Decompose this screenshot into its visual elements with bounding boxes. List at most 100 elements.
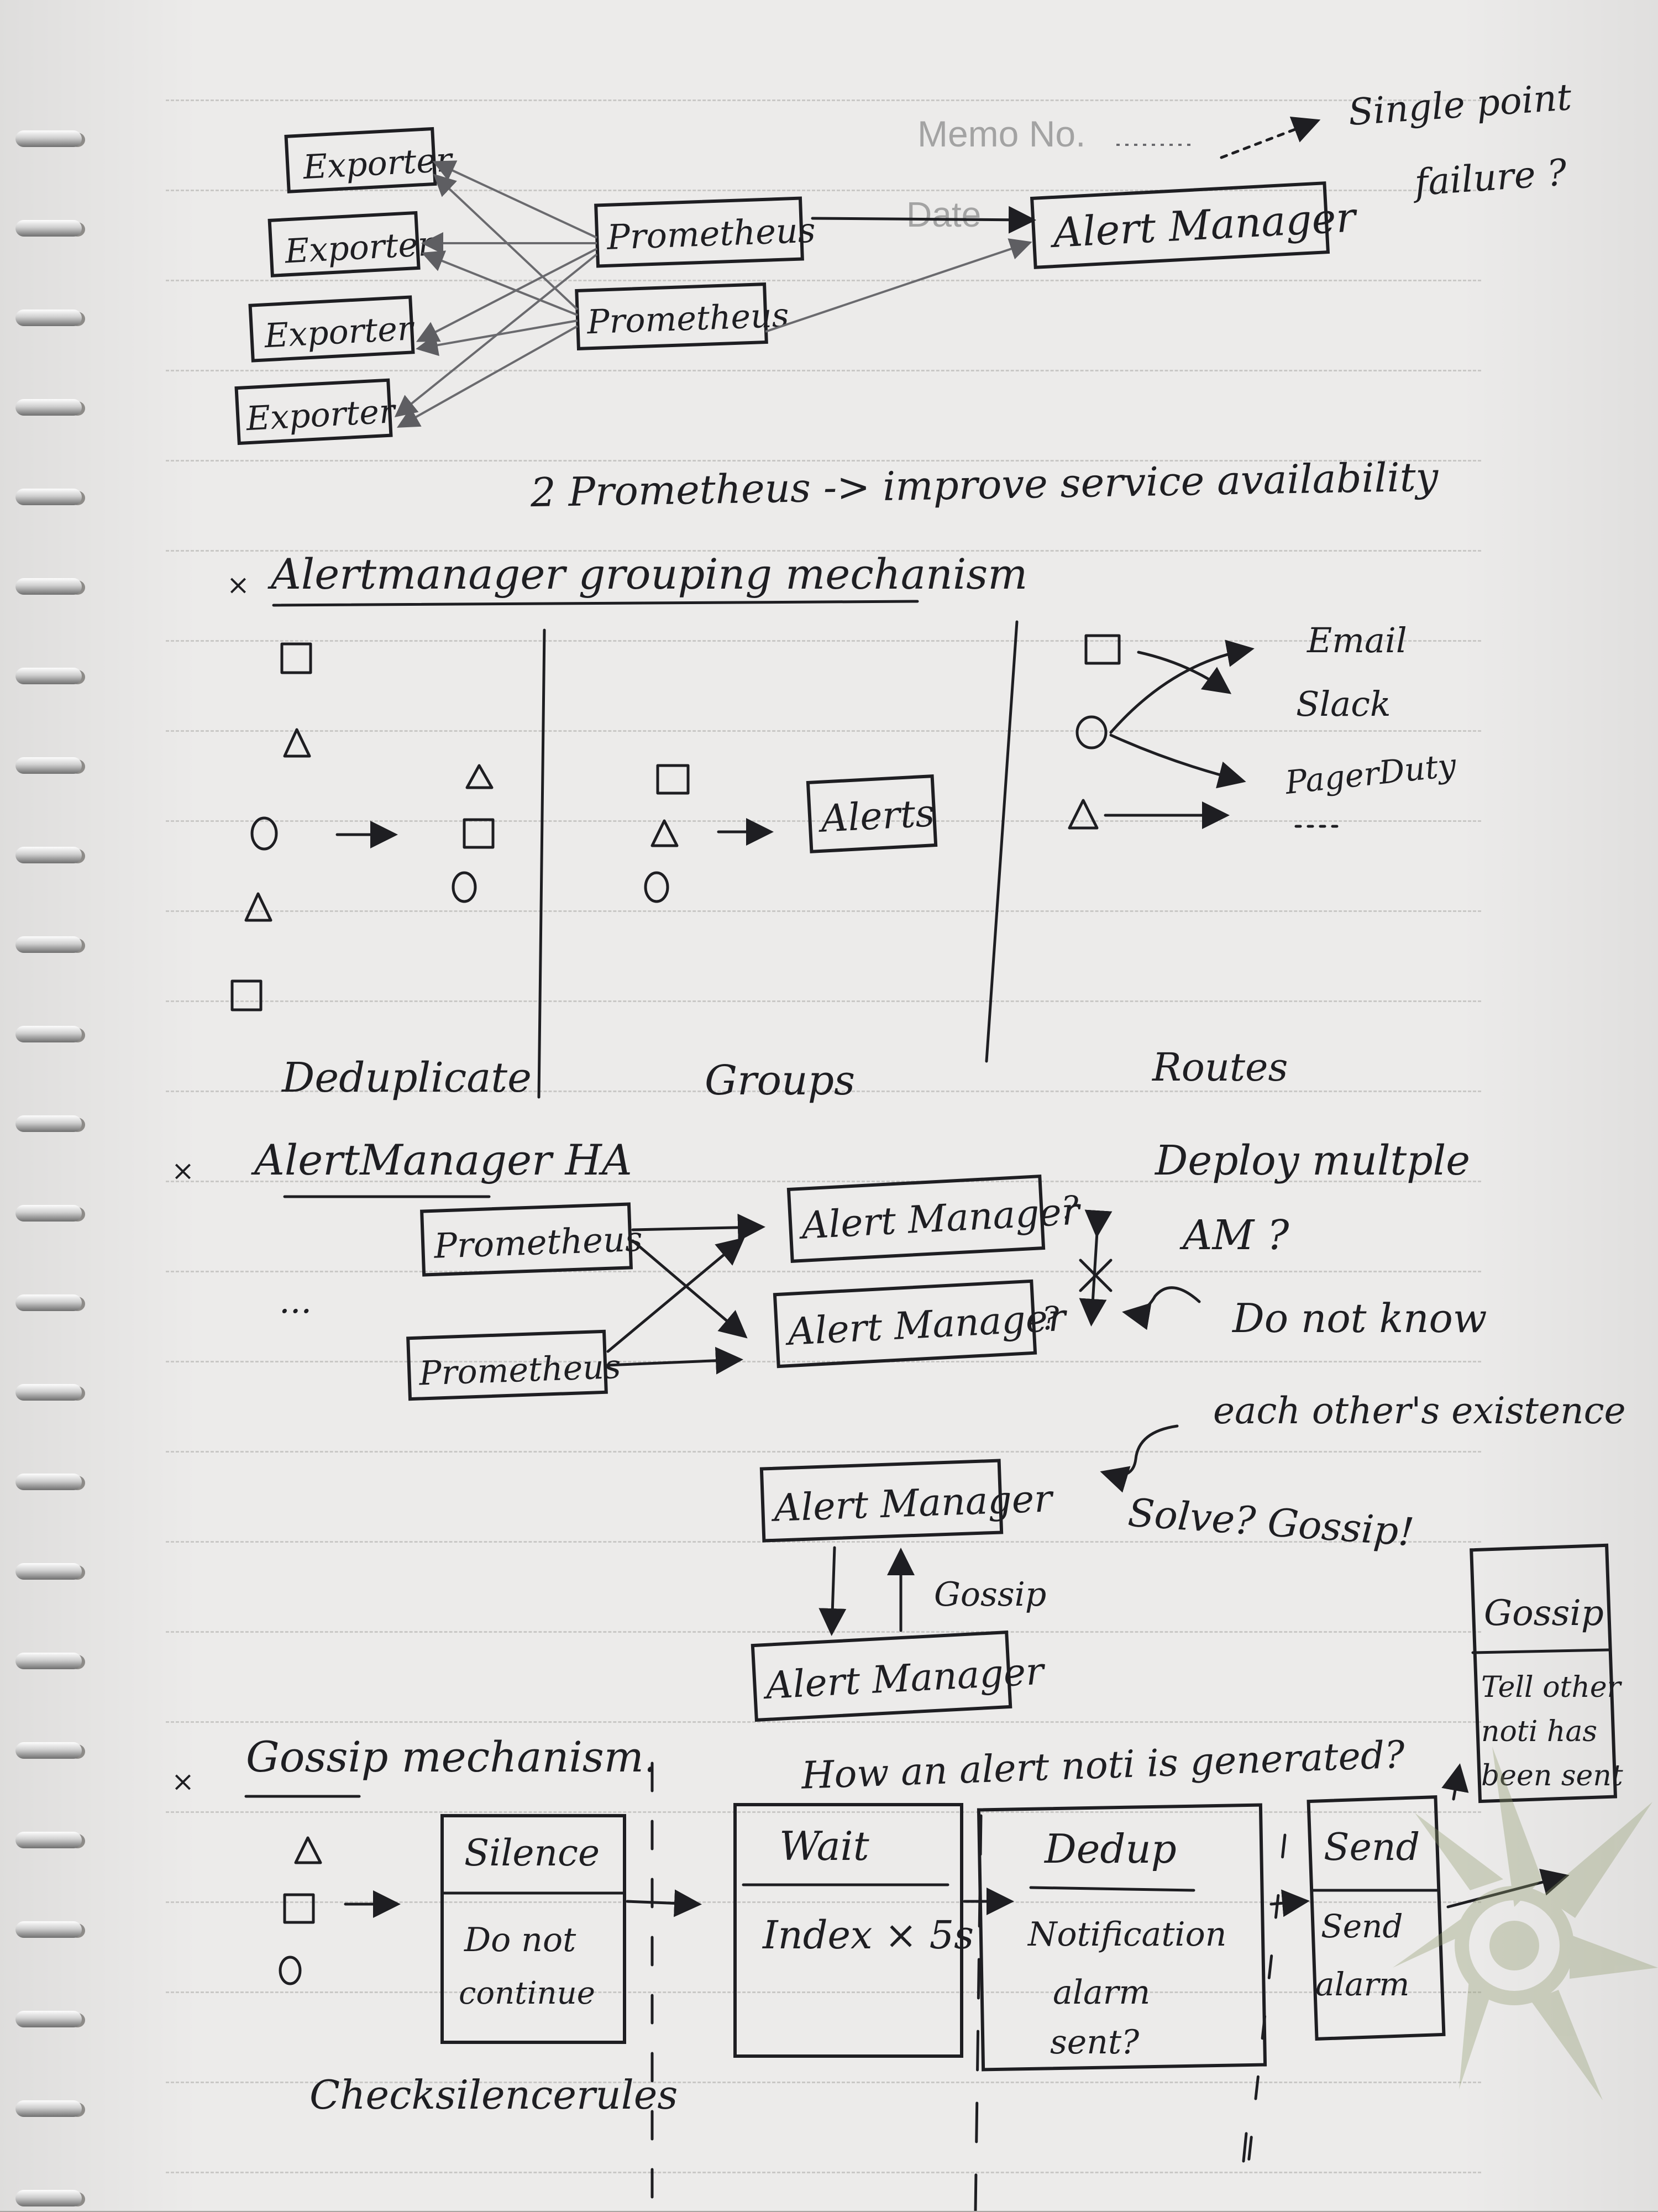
binding-ring bbox=[4, 1918, 87, 1943]
stage-divider-1 bbox=[537, 628, 546, 1099]
gossip-arrow-label: Gossip bbox=[934, 1575, 1046, 1614]
ruled-line bbox=[166, 1451, 1481, 1453]
ruled-line bbox=[166, 280, 1481, 281]
ha-heading: AlertManager HA bbox=[251, 1135, 632, 1184]
ruled-line bbox=[166, 1181, 1481, 1182]
ruled-line bbox=[166, 1721, 1481, 1723]
problem-line-1: Do not know bbox=[1231, 1295, 1487, 1341]
ruled-line bbox=[166, 1361, 1481, 1362]
gossip-side-box: Gossip Tell other noti has been sent bbox=[1470, 1543, 1623, 1804]
send-body-1: Send bbox=[1321, 1907, 1403, 1945]
scrape-arrows bbox=[394, 160, 598, 428]
ruled-line bbox=[166, 730, 1481, 732]
dedup-stage bbox=[230, 642, 495, 1011]
grouping-heading: Alertmanager grouping mechanism bbox=[267, 549, 1027, 599]
dedup-body-1: Notification bbox=[1027, 1915, 1226, 1954]
check-silence-rules: Checksilencerules bbox=[309, 2072, 678, 2118]
prometheus-group: Prometheus Prometheus bbox=[575, 196, 816, 351]
wait-stage: Wait Index × 5s bbox=[733, 1803, 974, 2058]
ruled-line bbox=[166, 99, 1481, 101]
binding-ring bbox=[4, 2007, 87, 2033]
dedup-title: Dedup bbox=[1043, 1826, 1177, 1872]
exporter-box-4 bbox=[234, 378, 393, 445]
binding-ring bbox=[4, 1470, 87, 1496]
exporter-label-1: Exporter bbox=[302, 140, 455, 187]
ha-prometheus-label-2: Prometheus bbox=[418, 1348, 622, 1393]
ha-question-2: ? bbox=[1042, 1299, 1059, 1337]
ha-prometheus-box-2 bbox=[406, 1329, 608, 1401]
silence-body-1: Do not bbox=[464, 1921, 576, 1959]
binding-ring bbox=[4, 754, 87, 779]
memo-no-label: Memo No. bbox=[917, 113, 1085, 154]
binding-ring bbox=[4, 396, 87, 421]
spof-line-1: Single point bbox=[1347, 76, 1573, 134]
binding-ring bbox=[4, 2097, 87, 2122]
alerts-box bbox=[806, 774, 938, 853]
dedup-flow-stage: Dedup Notification alarm sent? bbox=[977, 1803, 1267, 2072]
bullet-1: × bbox=[227, 569, 250, 601]
binding-ring bbox=[4, 1739, 87, 1764]
watermark-logo bbox=[1393, 1747, 1658, 2100]
label-groups: Groups bbox=[705, 1057, 855, 1104]
exporter-box-1 bbox=[284, 127, 437, 193]
label-deduplicate: Deduplicate bbox=[281, 1054, 532, 1102]
binding-ring bbox=[4, 1649, 87, 1675]
grouping-underline bbox=[272, 600, 919, 607]
deploy-multiple-line-1: Deploy multple bbox=[1154, 1137, 1470, 1184]
binding-ring bbox=[4, 1202, 87, 1227]
date-label: Date bbox=[906, 195, 981, 234]
send-title: Send bbox=[1324, 1826, 1420, 1869]
prometheus-box-2 bbox=[575, 282, 768, 351]
spof-line-2: failure ? bbox=[1410, 151, 1568, 204]
silence-title: Silence bbox=[464, 1832, 600, 1874]
ruled-line bbox=[166, 1000, 1481, 1002]
gossip-heading: Gossip mechanism. bbox=[246, 1732, 657, 1781]
gossip-am-top-label: Alert Manager bbox=[770, 1477, 1054, 1530]
groups-stage: Alerts bbox=[644, 764, 938, 903]
prometheus-label-1: Prometheus bbox=[606, 210, 816, 258]
gossip-am-top-box bbox=[759, 1459, 1004, 1543]
silence-box bbox=[440, 1814, 626, 2044]
ruled-line bbox=[166, 1811, 1481, 1813]
ruled-line bbox=[166, 190, 1481, 191]
ha-ellipsis: ... bbox=[279, 1281, 312, 1321]
exporter-group: Exporter Exporter Exporter Exporter bbox=[234, 127, 455, 445]
binding-ring bbox=[4, 664, 87, 690]
routes-stage: Email Slack PagerDuty bbox=[1068, 620, 1458, 830]
side-title: Gossip bbox=[1484, 1593, 1604, 1634]
wait-body: Index × 5s bbox=[762, 1912, 974, 1958]
problem-line-2: each other's existence bbox=[1213, 1390, 1626, 1432]
receiver-slack: Slack bbox=[1296, 684, 1391, 724]
ruled-line bbox=[166, 910, 1481, 912]
silence-body-2: continue bbox=[459, 1975, 595, 2011]
side-body-2: noti has bbox=[1481, 1715, 1597, 1748]
exporter-label-2: Exporter bbox=[284, 224, 437, 271]
ha-alertmanager-label-1: Alert Manager bbox=[797, 1189, 1082, 1248]
binding-ring bbox=[4, 217, 87, 242]
deploy-multiple-line-2: AM ? bbox=[1179, 1212, 1290, 1259]
gossip-diagram: Alert Manager Alert Manager Gossip bbox=[751, 1459, 1054, 1722]
exporter-box-2 bbox=[267, 211, 421, 277]
binding-ring bbox=[4, 2187, 87, 2212]
binding-ring bbox=[4, 1023, 87, 1048]
ruled-line bbox=[166, 370, 1481, 371]
ruled-line bbox=[166, 820, 1481, 822]
binding-ring bbox=[4, 1381, 87, 1406]
binding-ring bbox=[4, 1112, 87, 1138]
bullet-3: × bbox=[171, 1765, 195, 1797]
solve-gossip: Solve? Gossip! bbox=[1126, 1490, 1415, 1555]
ruled-line bbox=[166, 550, 1481, 552]
binding-ring bbox=[4, 1828, 87, 1854]
ruled-line bbox=[166, 1991, 1481, 1993]
ha-alertmanager-box-2 bbox=[773, 1279, 1037, 1369]
binding-ring bbox=[4, 1291, 87, 1317]
flow-tick bbox=[1242, 2132, 1248, 2163]
ha-alertmanager-box-1 bbox=[786, 1175, 1046, 1263]
send-stage: Send Send alarm bbox=[1242, 1763, 1570, 2163]
bullet-2: × bbox=[171, 1155, 195, 1187]
alertmanager-top: Alert Manager bbox=[765, 181, 1359, 333]
ha-prometheus-box-1 bbox=[420, 1202, 633, 1277]
stage-divider-2 bbox=[985, 620, 1019, 1063]
